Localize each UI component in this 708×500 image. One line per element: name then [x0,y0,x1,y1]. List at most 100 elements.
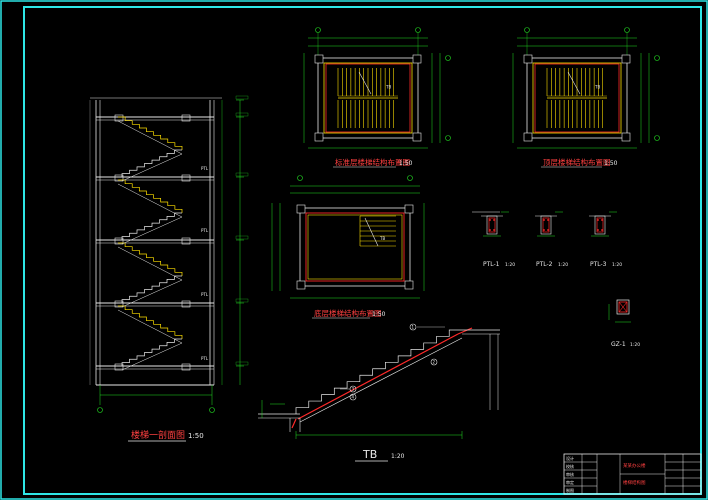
elev-marker [235,172,249,177]
tb-scale: 1:20 [391,453,405,460]
ptl-rebar-dot [547,229,549,231]
title-block-row-1: 设计 [566,455,574,461]
ptl-rebar-dot [597,219,599,221]
stair-flight-soffit [117,309,183,344]
plan-axis-bubble [315,27,321,33]
inner-frame [23,6,702,495]
plan-standard-title: 标准层楼梯结构布置图 [335,157,410,167]
ptl3-scale: 1:20 [612,262,622,268]
plan-column [621,54,631,64]
stair-flight-steps [121,275,182,303]
plan-column [404,280,414,290]
plan-axis-bubble [407,175,413,181]
elev-marker [235,95,249,100]
ptl-beam [114,300,124,308]
plan-column [296,204,306,214]
ptl-beam [114,237,124,245]
stair-flight-steps [121,338,182,366]
ptl-rebar-dot [597,229,599,231]
tb-rebar-marker-number: 3 [352,387,355,392]
plan-column [621,132,631,142]
ptl-rebar-cage [596,217,604,233]
plan-standard-scale: 1:50 [399,160,413,167]
plan-ground-floor: TB [271,175,425,299]
ptl-rebar-dot [489,229,491,231]
ptl-rebar-dot [493,229,495,231]
tb-title: TB [362,448,377,461]
plan-column [296,280,306,290]
plan-wall-outline [317,57,419,139]
ptl-beam [114,363,124,371]
title-block-row-4: 审定 [566,479,574,485]
ptl-rebar-cage [542,217,550,233]
ptl-rebar-dot [601,219,603,221]
stair-flight-steps [118,116,183,150]
elev-marker [235,112,249,117]
stair-flight-soffit [121,279,183,308]
plan-beam-outline [307,214,403,280]
title-block-row-3: 审核 [566,471,574,477]
stair-flight-steps [121,212,182,240]
stair-flight-steps [118,305,183,339]
plan-axis-bubble [624,27,630,33]
stair-flight-soffit [121,342,183,371]
stair-flight-soffit [117,246,183,281]
plan-red-beam [534,63,620,133]
plan-tb-label: TB [379,236,385,241]
gz-rebar-diag [618,301,628,313]
plan-wall-outline [299,207,411,287]
gz-label: GZ-1 [611,341,626,348]
plan-standard-floor: TB [303,27,451,149]
axis-bubble-right [209,407,215,413]
ptl-rebar-dot [601,229,603,231]
plan-top-scale: 1:50 [604,160,618,167]
plan-column [412,54,422,64]
ptl-section-outline [594,215,606,235]
gz-outline [616,299,630,315]
elev-marker [235,235,249,240]
ptl-section-outline [486,215,498,235]
tb-rebar-end [457,327,473,335]
elev-marker [235,361,249,366]
stair-flight-steps [118,242,183,276]
ptl-rebar-dot [543,229,545,231]
plan-arrow [358,71,372,95]
plan-top-floor: TB [512,27,660,149]
ptl-beam [181,174,191,182]
plan-axis-bubble [415,27,421,33]
tb-steps-outline [295,329,462,414]
plan-wall-outline [526,57,628,139]
ptl-rebar-dot [493,219,495,221]
stair-flight-steps [118,179,183,213]
plan-tb-label: TB [594,84,600,89]
ptl2-label: PTL-2 [536,261,553,268]
title-block-drawing-name: 楼梯结构图 [623,479,646,486]
ptl-rebar-dot [543,219,545,221]
stair-flight-soffit [117,183,183,218]
plan-axis-bubble [654,135,660,141]
tb-main-rebar [297,333,459,420]
plan-axis-bubble [524,27,530,33]
section-scale: 1:50 [188,432,204,440]
plan-arrow [567,71,581,95]
title-block [563,453,702,495]
ptl3-label: PTL-3 [590,261,607,268]
tb-rebar-marker [409,323,417,331]
ptl-label: PTL [201,166,209,171]
plan-axis-bubble [654,55,660,61]
plan-column [404,204,414,214]
tb-rebar-marker-number: 4 [352,395,355,400]
plan-column [412,132,422,142]
stair-flight-soffit [121,216,183,245]
plan-tb-label: TB [385,84,391,89]
ptl-section-outline [540,215,552,235]
title-block-row-5: 制图 [566,487,574,493]
plan-beam-outline [532,62,622,134]
title-block-row-2: 校核 [566,463,574,469]
plan-top-title: 顶层楼梯结构布置图 [543,157,611,167]
plan-column [523,54,533,64]
ptl-label: PTL [201,292,209,297]
